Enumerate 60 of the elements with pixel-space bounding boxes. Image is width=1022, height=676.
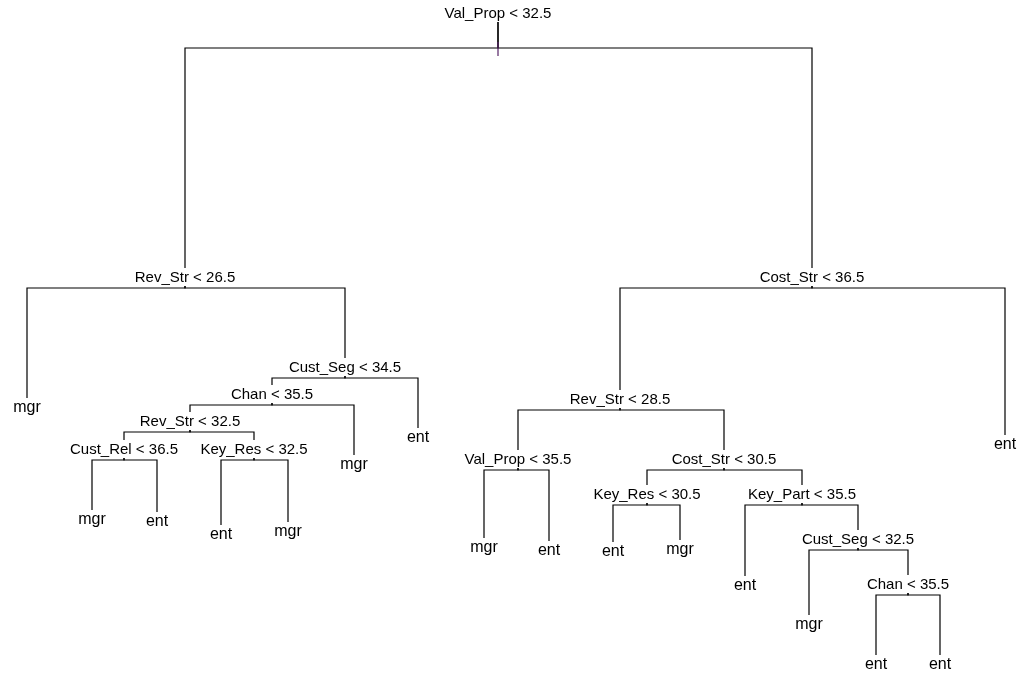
tree-branch-line (184, 285, 346, 359)
leaf-class-label: ent (928, 655, 952, 673)
split-condition-label: Key_Res < 30.5 (593, 485, 701, 503)
tree-branch-line (517, 467, 550, 542)
tree-branch-line (26, 285, 186, 399)
split-condition-label: Cost_Str < 36.5 (759, 268, 865, 286)
leaf-class-label: ent (864, 655, 888, 673)
leaf-class-label: ent (537, 541, 561, 559)
leaf-class-label: ent (145, 512, 169, 530)
split-condition-label: Cust_Seg < 34.5 (288, 358, 402, 376)
tree-branch-line (123, 457, 158, 513)
tree-branch-line (91, 457, 125, 511)
tree-branch-line (857, 547, 909, 576)
leaf-class-label: mgr (78, 510, 106, 528)
tree-branch-line (744, 502, 803, 577)
tree-branch-line (220, 457, 255, 526)
split-condition-label: Chan < 35.5 (866, 575, 950, 593)
split-condition-label: Key_Part < 35.5 (748, 485, 856, 503)
split-condition-label: Rev_Str < 32.5 (139, 412, 241, 430)
tree-branch-line (517, 407, 621, 451)
tree-branch-line (723, 467, 803, 486)
tree-branch-line (483, 467, 519, 539)
leaf-class-label: mgr (13, 398, 41, 416)
tree-branch-line (344, 375, 419, 429)
split-condition-label: Val_Prop < 32.5 (444, 4, 552, 22)
tree-branch-line (189, 402, 273, 413)
split-condition-label: Rev_Str < 26.5 (134, 268, 236, 286)
tree-branch-line (612, 502, 648, 543)
split-condition-label: Key_Res < 32.5 (200, 440, 308, 458)
tree-branch-line (253, 457, 289, 523)
tree-branch-line (619, 285, 813, 391)
split-condition-label: Cost_Str < 30.5 (671, 450, 777, 468)
split-condition-label: Val_Prop < 35.5 (464, 450, 572, 468)
tree-branch-line (646, 467, 725, 486)
tree-branch-line (189, 429, 255, 441)
tree-branch-line (123, 429, 191, 441)
leaf-class-label: ent (601, 542, 625, 560)
leaf-class-label: mgr (666, 540, 694, 558)
tree-branch-line (646, 502, 681, 541)
leaf-class-label: mgr (274, 522, 302, 540)
tree-branch-line (808, 547, 859, 616)
leaf-class-label: ent (733, 576, 757, 594)
tree-branch-line (497, 21, 813, 269)
leaf-class-label: ent (406, 428, 430, 446)
tree-branch-line (271, 402, 355, 456)
leaf-class-label: ent (209, 525, 233, 543)
split-condition-label: Cust_Rel < 36.5 (70, 440, 178, 458)
leaf-class-label: mgr (340, 455, 368, 473)
leaf-class-label: mgr (795, 615, 823, 633)
tree-branch-line (875, 592, 909, 656)
tree-branch-line (907, 592, 941, 656)
tree-branch-line (619, 407, 725, 451)
leaf-class-label: mgr (470, 538, 498, 556)
tree-branch-line (271, 375, 346, 386)
leaf-class-label: ent (993, 435, 1017, 453)
tree-branch-line (811, 285, 1006, 436)
tree-branch-line (801, 502, 859, 531)
split-condition-label: Rev_Str < 28.5 (569, 390, 671, 408)
split-condition-label: Cust_Seg < 32.5 (801, 530, 915, 548)
split-condition-label: Chan < 35.5 (230, 385, 314, 403)
